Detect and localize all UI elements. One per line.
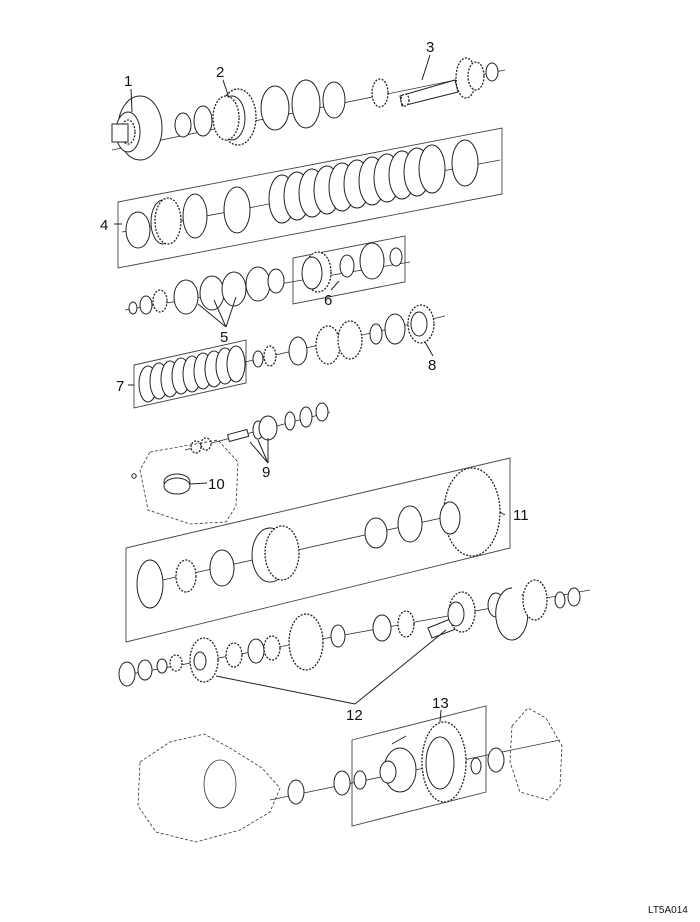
- callout-11: 11: [513, 507, 529, 524]
- clutch-plates: [268, 144, 446, 224]
- callout-13: 13: [432, 695, 449, 712]
- part-12-gear-left: [189, 637, 219, 683]
- box-7-clutch-pack: [133, 339, 247, 409]
- part-9-valve-group: [184, 402, 331, 454]
- row-8-parts: [137, 705, 563, 843]
- callout-1: 1: [124, 73, 132, 90]
- leader-lines: [114, 54, 506, 723]
- callout-5: 5: [220, 329, 228, 346]
- callout-7: 7: [116, 378, 124, 395]
- transmission-case-right: [509, 707, 563, 801]
- box-6-planetary: [292, 235, 406, 305]
- part-12-shaft-right: [427, 591, 476, 639]
- callout-12: 12: [346, 707, 363, 724]
- part-10-case-section: [131, 439, 239, 525]
- callout-6: 6: [324, 292, 332, 309]
- part-2-drum: [212, 88, 257, 146]
- part-8-gear: [407, 304, 435, 344]
- row-4-parts: [133, 304, 446, 409]
- row-3-parts: [124, 235, 411, 315]
- row-7-parts: [118, 579, 591, 687]
- box-11-countershaft: [125, 457, 511, 643]
- figure-code: LT5A014: [648, 905, 688, 916]
- callout-10: 10: [208, 476, 225, 493]
- callout-4: 4: [100, 217, 108, 234]
- callout-9: 9: [262, 464, 270, 481]
- callout-2: 2: [216, 64, 224, 81]
- part-11-counter-gear: [439, 467, 501, 557]
- box-4-clutch-pack: [117, 127, 503, 269]
- row-1-parts: [111, 57, 506, 161]
- transmission-case-left: [137, 733, 281, 843]
- box-13-differential: [351, 705, 487, 827]
- part-3-shaft: [399, 57, 485, 107]
- part-1-hub: [111, 95, 163, 161]
- callout-8: 8: [428, 357, 436, 374]
- callout-3: 3: [426, 39, 434, 56]
- callout-labels: 1 2 3 4 5 6 7 8 9 10 11 12 13 LT5A014: [100, 39, 688, 916]
